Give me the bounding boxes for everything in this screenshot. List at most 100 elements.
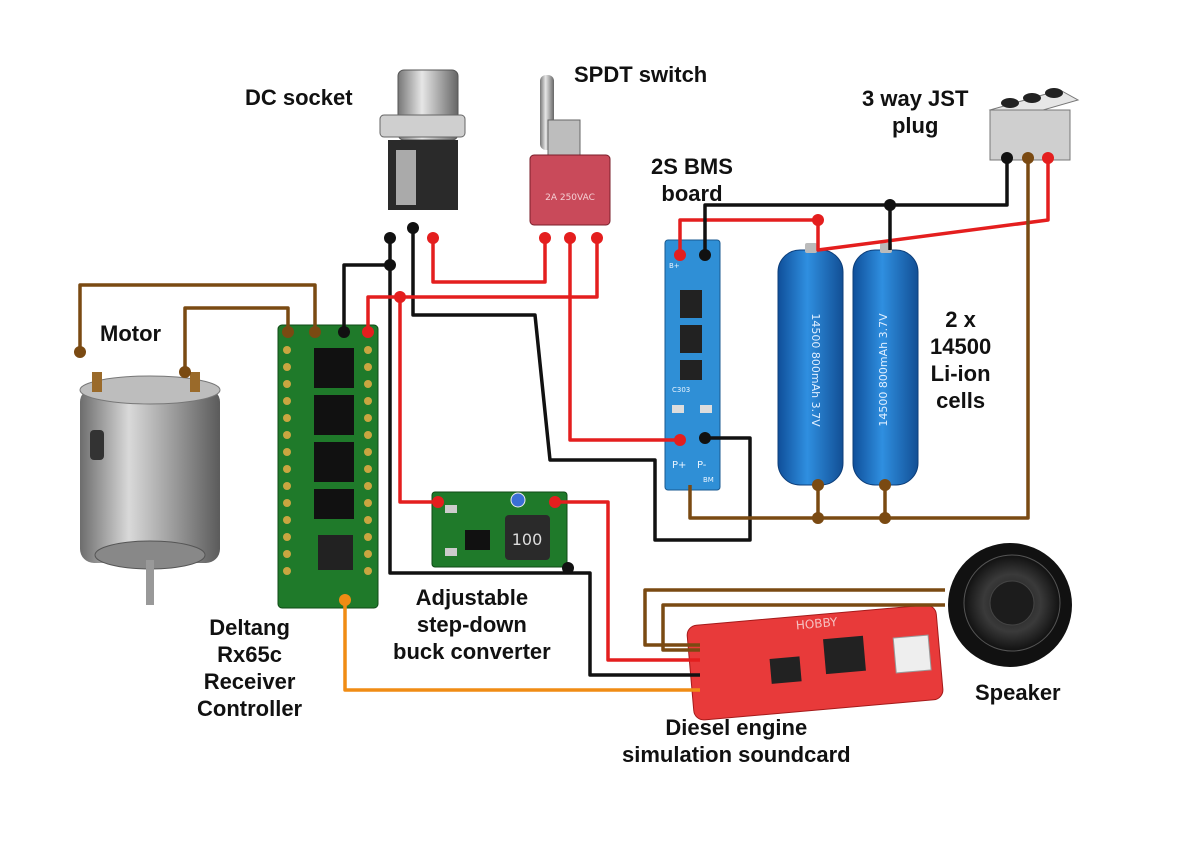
red-wire-10 <box>555 500 700 662</box>
junction-dot-7 <box>384 232 396 244</box>
motor-terminal-right <box>190 372 200 392</box>
receiver-pad <box>364 482 372 490</box>
label-soundcard: Diesel engine simulation soundcard <box>622 714 851 768</box>
spdt-bushing <box>547 119 581 161</box>
label-cells: 2 x 14500 Li-ion cells <box>930 306 991 414</box>
buck-ic <box>465 530 490 550</box>
receiver-pad <box>283 465 291 473</box>
spdt-marking: 2A 250VAC <box>545 193 595 203</box>
receiver-pads <box>283 346 372 575</box>
label-cells-line3: Li-ion <box>930 361 991 386</box>
junction-dot-6 <box>362 326 374 338</box>
label-soundcard-line1: Diesel engine <box>665 715 808 740</box>
label-motor: Motor <box>100 321 162 346</box>
buck-trim-pot <box>510 492 526 508</box>
junction-dot-29 <box>1001 152 1013 164</box>
receiver-pad <box>283 516 291 524</box>
brown-wire-2 <box>183 306 290 372</box>
label-receiver: Deltang Rx65c Receiver Controller <box>197 614 302 722</box>
receiver-pad <box>364 567 372 575</box>
receiver-pad <box>364 380 372 388</box>
cell-1-print: 14500 800mAh 3.7V <box>809 313 822 427</box>
label-jst-line1: 3 way JST <box>862 86 969 111</box>
receiver-pad <box>364 516 372 524</box>
bms-pminus-label: P- <box>697 460 707 471</box>
li-ion-cell-2: 14500 800mAh 3.7V <box>852 243 919 486</box>
receiver-pad <box>364 431 372 439</box>
wires <box>78 158 1050 692</box>
junction-dot-27 <box>879 512 891 524</box>
label-buck-line1: Adjustable <box>415 585 529 610</box>
red-wire-6 <box>431 238 547 284</box>
receiver-pad <box>364 533 372 541</box>
motor-vent <box>90 430 104 460</box>
soundcard-marking: HOBBY <box>795 615 838 633</box>
buck-inductor-marking: 100 <box>512 530 543 549</box>
junction-dot-28 <box>339 594 351 606</box>
motor-shaft <box>146 560 154 605</box>
junction-dot-17 <box>562 562 574 574</box>
receiver-pad <box>283 414 291 422</box>
junction-dot-25 <box>879 479 891 491</box>
junction-dot-9 <box>407 222 419 234</box>
receiver-pad <box>283 346 291 354</box>
dc-socket-lug <box>396 150 416 205</box>
junction-dot-19 <box>699 249 711 261</box>
black-wire-5 <box>411 228 752 542</box>
label-cells-line1: 2 x <box>945 307 976 332</box>
bms-c303-label: C303 <box>672 386 690 394</box>
junction-dot-20 <box>812 214 824 226</box>
brown-wire-18 <box>661 603 945 652</box>
label-cells-line2: 14500 <box>930 334 992 359</box>
receiver-chip-3 <box>314 442 354 482</box>
label-jst-line2: plug <box>891 113 939 138</box>
junction-dot-24 <box>812 479 824 491</box>
receiver-pad <box>364 465 372 473</box>
bms-bm-label: BM <box>703 476 714 484</box>
label-soundcard-line2: simulation soundcard <box>622 742 851 767</box>
junction-dot-30 <box>1022 152 1034 164</box>
junction-dot-11 <box>539 232 551 244</box>
red-wire-9 <box>568 238 680 442</box>
receiver-pad <box>283 567 291 575</box>
junction-dot-18 <box>674 249 686 261</box>
receiver-pad <box>364 346 372 354</box>
jst-plug-body <box>989 109 1071 161</box>
junction-dot-22 <box>674 434 686 446</box>
junction-dot-8 <box>384 259 396 271</box>
junction-dot-2 <box>179 366 191 378</box>
black-wire-3 <box>388 238 700 677</box>
junction-dots <box>74 152 1054 606</box>
bms-board: C303 B+ P+ P- BM <box>664 239 721 491</box>
spdt-switch: 2A 250VAC <box>529 75 611 226</box>
motor-terminal-left <box>92 372 102 392</box>
receiver-chip-1 <box>314 348 354 388</box>
receiver-controller <box>277 324 379 609</box>
receiver-pad <box>364 550 372 558</box>
receiver-pad <box>283 533 291 541</box>
receiver-pad <box>364 397 372 405</box>
brown-wire-1 <box>78 283 317 352</box>
label-receiver-line4: Controller <box>197 696 303 721</box>
buck-converter: 100 <box>431 491 568 568</box>
spdt-body <box>529 154 611 226</box>
motor-end-cap <box>79 375 221 405</box>
red-wire-8 <box>398 297 438 504</box>
junction-dot-23 <box>699 432 711 444</box>
red-wire-11 <box>678 158 1050 255</box>
junction-dot-4 <box>309 326 321 338</box>
brown-wire-17 <box>643 588 945 647</box>
black-wire-12 <box>703 158 1009 255</box>
receiver-pad <box>283 363 291 371</box>
orange-wire-19 <box>343 600 700 692</box>
receiver-chip-2 <box>314 395 354 435</box>
label-bms: 2S BMS board <box>651 153 733 207</box>
junction-dot-10 <box>427 232 439 244</box>
black-wire-4 <box>342 263 390 332</box>
motor-body <box>80 388 220 563</box>
label-buck-line3: buck converter <box>393 639 551 664</box>
junction-dot-21 <box>884 199 896 211</box>
buck-inductor <box>505 515 550 560</box>
